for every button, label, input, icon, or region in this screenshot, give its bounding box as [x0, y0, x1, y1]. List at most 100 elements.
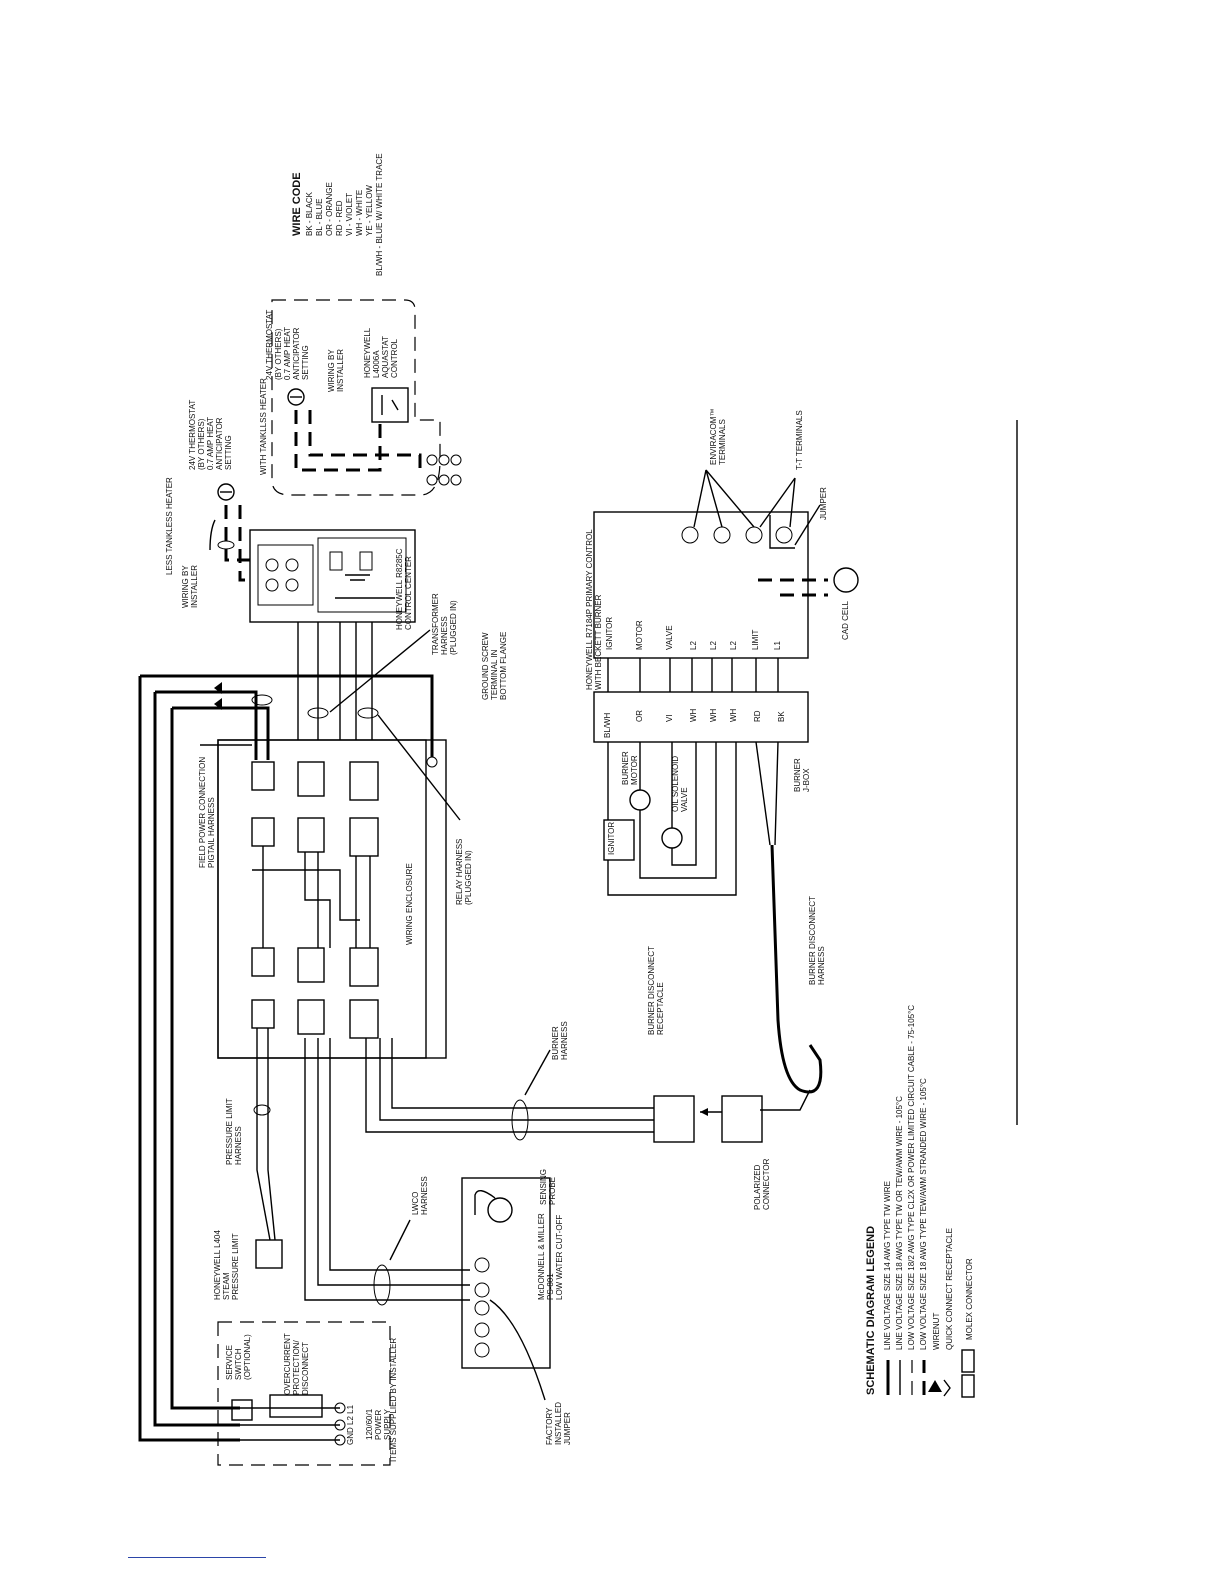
- svg-text:OIL SOLENOID: OIL SOLENOID: [671, 756, 680, 812]
- wire-code-entry: BL - BLUE: [315, 199, 324, 237]
- factory-jumper-label: FACTORY: [545, 1407, 554, 1445]
- legend-item: QUICK CONNECT RECEPTACLE: [945, 1228, 954, 1350]
- jbox-wire: OR: [635, 710, 644, 722]
- svg-text:OVERCURRENT: OVERCURRENT: [283, 1333, 292, 1395]
- primary-terminal-list: IGNITOR MOTOR VALVE L2 L2 L2 LIMIT L1: [605, 617, 782, 650]
- svg-text:SERVICE: SERVICE: [225, 1345, 234, 1380]
- svg-text:CONTROL: CONTROL: [390, 338, 399, 378]
- svg-text:RECEPTACLE: RECEPTACLE: [656, 982, 665, 1035]
- schematic-legend: SCHEMATIC DIAGRAM LEGEND LINE VOLTAGE SI…: [865, 1005, 975, 1398]
- thermostat-1: 24V THERMOSTAT (BY OTHERS) 0.7 AMP HEAT …: [188, 400, 235, 501]
- svg-text:POWER: POWER: [374, 1410, 383, 1440]
- svg-text:PIGTAIL HARNESS: PIGTAIL HARNESS: [207, 797, 216, 868]
- svg-text:(PLUGGED IN): (PLUGGED IN): [464, 850, 473, 905]
- lwco-harness-label: LWCO: [411, 1192, 420, 1215]
- svg-text:0.7 AMP HEAT: 0.7 AMP HEAT: [283, 327, 292, 380]
- enviracom-terminals: ENVIRACOM™ TERMINALS T-T TERMINALS JUMPE…: [681, 409, 828, 549]
- wire-code-entry: YE - YELLOW: [365, 185, 374, 236]
- svg-text:SUPPLY: SUPPLY: [383, 1408, 392, 1440]
- transformer-harness-label: TRANSFORMER: [431, 593, 440, 655]
- svg-text:HONEYWELL R8285C: HONEYWELL R8285C: [395, 548, 404, 630]
- svg-text:PROBE: PROBE: [548, 1177, 557, 1205]
- wire-code-entry: RD - RED: [335, 200, 344, 236]
- svg-text:ENVIRACOM™: ENVIRACOM™: [709, 409, 718, 465]
- jbox-wire: BK: [777, 711, 786, 722]
- wiring-enclosure: WIRING ENCLOSURE: [217, 739, 447, 1059]
- svg-text:WITH BECKETT BURNER: WITH BECKETT BURNER: [594, 594, 603, 690]
- pressure-limit-harness-label: PRESSURE LIMIT: [225, 1098, 234, 1165]
- svg-text:BURNER: BURNER: [793, 758, 802, 792]
- wire-code-entry: WH - WHITE: [355, 190, 364, 236]
- primary-terminal: L2: [709, 641, 718, 650]
- svg-text:(BY OTHERS): (BY OTHERS): [274, 328, 283, 380]
- jbox-wire: BL/WH: [603, 712, 612, 738]
- svg-text:HARNESS: HARNESS: [817, 946, 826, 985]
- legend-item: LINE VOLTAGE SIZE 14 AWG TYPE TW WIRE: [883, 1181, 892, 1350]
- power-supply: GND L2 L1 120/60/1 POWER SUPPLY: [334, 1402, 392, 1446]
- svg-text:CONTROL CENTER: CONTROL CENTER: [404, 556, 413, 630]
- svg-text:(OPTIONAL): (OPTIONAL): [243, 1334, 252, 1380]
- less-tankless-label: LESS TANKLESS HEATER: [165, 477, 174, 575]
- svg-text:HARNESS: HARNESS: [440, 616, 449, 655]
- primary-terminal: VALVE: [665, 625, 674, 650]
- svg-text:HARNESS: HARNESS: [234, 1126, 243, 1165]
- primary-terminal: MOTOR: [635, 620, 644, 650]
- svg-text:McDONNELL & MILLER: McDONNELL & MILLER: [537, 1213, 546, 1300]
- svg-text:PS-801: PS-801: [546, 1273, 555, 1300]
- primary-terminal: L2: [729, 641, 738, 650]
- with-tankless-area: [271, 299, 441, 496]
- service-switch: SERVICE SWITCH (OPTIONAL): [225, 1334, 253, 1421]
- svg-text:(PLUGGED IN): (PLUGGED IN): [449, 600, 458, 655]
- jbox-wire: VI: [665, 714, 674, 722]
- svg-text:24V THERMOSTAT: 24V THERMOSTAT: [188, 400, 197, 470]
- svg-text:PROTECTION/: PROTECTION/: [292, 1340, 301, 1395]
- cad-cell: CAD CELL: [758, 567, 859, 640]
- svg-text:0.7 AMP HEAT: 0.7 AMP HEAT: [206, 417, 215, 470]
- svg-text:POLARIZED: POLARIZED: [753, 1164, 762, 1210]
- svg-text:MOTOR: MOTOR: [630, 755, 639, 785]
- svg-text:24V THERMOSTAT: 24V THERMOSTAT: [265, 310, 274, 380]
- svg-text:BOTTOM FLANGE: BOTTOM FLANGE: [499, 632, 508, 700]
- primary-control: [593, 511, 809, 659]
- jbox-wire: WH: [729, 708, 738, 722]
- svg-text:SETTING: SETTING: [224, 435, 233, 470]
- primary-terminal: L2: [689, 641, 698, 650]
- ignitor: IGNITOR: [603, 819, 635, 861]
- primary-terminal: LIMIT: [751, 629, 760, 650]
- aquastat-control: HONEYWELL L4006A AQUASTAT CONTROL: [363, 327, 409, 423]
- svg-text:TERMINALS: TERMINALS: [718, 419, 727, 465]
- svg-text:IGNITOR: IGNITOR: [607, 822, 616, 855]
- svg-text:INSTALLER: INSTALLER: [190, 565, 199, 608]
- oil-solenoid-valve: OIL SOLENOID VALVE: [661, 756, 689, 849]
- legend-item: LOW VOLTAGE SIZE 18/2 AWG TYPE CL2X OR P…: [907, 1005, 916, 1350]
- svg-text:HARNESS: HARNESS: [420, 1176, 429, 1215]
- svg-text:DISCONNECT: DISCONNECT: [301, 1342, 310, 1395]
- svg-text:LOW WATER CUT-OFF: LOW WATER CUT-OFF: [555, 1215, 564, 1300]
- field-power-label: FIELD POWER CONNECTION: [198, 757, 207, 868]
- legend-item: MOLEX CONNECTOR: [965, 1258, 974, 1340]
- thermostat-2: 24V THERMOSTAT (BY OTHERS) 0.7 AMP HEAT …: [265, 310, 310, 406]
- molex-connectors: [251, 761, 379, 1039]
- legend-title: SCHEMATIC DIAGRAM LEGEND: [865, 1226, 877, 1395]
- svg-text:T-T TERMINALS: T-T TERMINALS: [795, 410, 804, 470]
- svg-text:CAD CELL: CAD CELL: [841, 600, 850, 640]
- svg-text:BURNER DISCONNECT: BURNER DISCONNECT: [647, 946, 656, 1035]
- burner-motor: BURNER MOTOR: [621, 751, 651, 811]
- wiring-by-installer-2: WIRING BY: [327, 349, 336, 392]
- svg-text:ANTICIPATOR: ANTICIPATOR: [215, 417, 224, 470]
- svg-text:J-BOX: J-BOX: [802, 768, 811, 792]
- svg-text:JUMPER: JUMPER: [819, 487, 828, 520]
- control-center: HONEYWELL R8285C CONTROL CENTER: [249, 529, 416, 630]
- svg-text:GND L2 L1: GND L2 L1: [346, 1404, 355, 1445]
- legend-item: LINE VOLTAGE SIZE 18 AWG TYPE TW OR TEW/…: [895, 1096, 904, 1350]
- svg-text:BURNER: BURNER: [621, 751, 630, 785]
- svg-text:HONEYWELL L404: HONEYWELL L404: [213, 1229, 222, 1300]
- ground-screw-label: GROUND SCREW: [481, 632, 490, 700]
- footer-rule: [128, 1557, 266, 1558]
- polarized-connector: POLARIZED CONNECTOR: [721, 1095, 771, 1210]
- primary-terminal: IGNITOR: [605, 617, 614, 650]
- burner-harness-label: BURNER: [551, 1026, 560, 1060]
- svg-text:HONEYWELL: HONEYWELL: [363, 327, 372, 378]
- wire-code-title: WIRE CODE: [291, 172, 303, 236]
- wire-code-entry: BK - BLACK: [305, 191, 314, 236]
